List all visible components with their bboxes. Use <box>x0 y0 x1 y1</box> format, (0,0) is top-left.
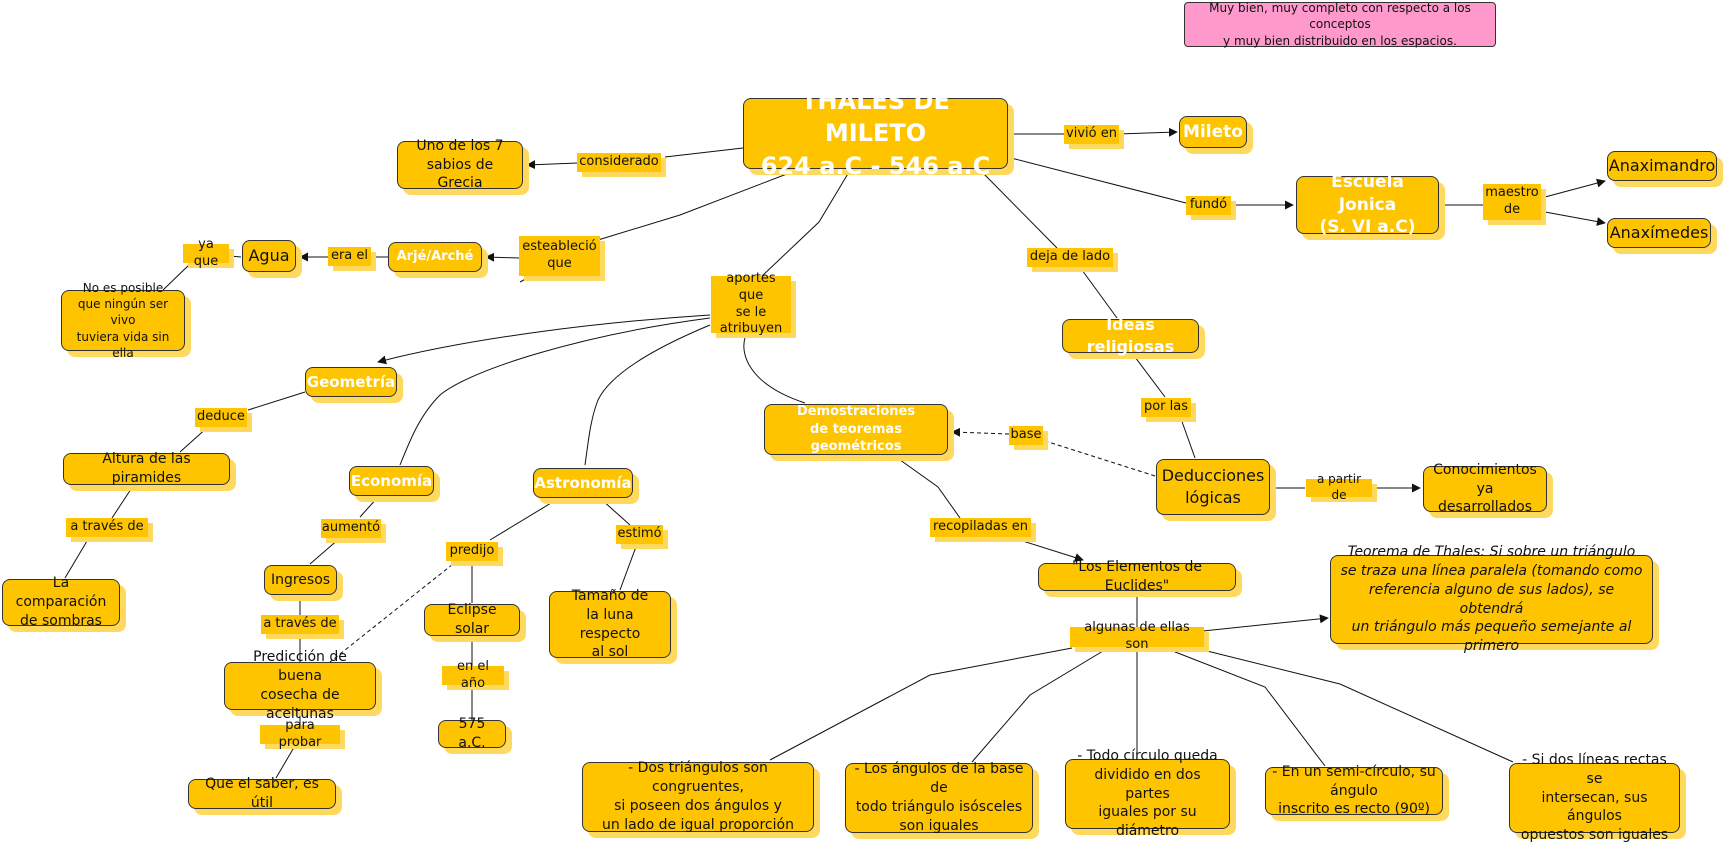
node-teorema-thales[interactable]: Teorema de Thales: Si sobre un triángulo… <box>1330 544 1653 654</box>
link-agua-yaque <box>229 255 242 258</box>
node-arje[interactable]: Arjé/Arché <box>388 242 482 272</box>
node-astronomia[interactable]: Astronomía <box>533 468 633 498</box>
label-aportes: aportes que se le atribuyen <box>711 271 791 336</box>
link-algunas-t4 <box>1164 647 1326 767</box>
label-a-traves-de-1: a través de <box>66 518 148 537</box>
label-a-traves-de-2: a través de <box>261 615 339 634</box>
link-yaque-noposible <box>162 263 191 291</box>
link-algunas-t5 <box>1194 647 1514 763</box>
label-esteablecio-que: esteableció que <box>519 236 600 276</box>
label-base: base <box>1009 426 1043 445</box>
link-aportes-demostraciones <box>743 337 806 404</box>
node-conocimientos-desarrollados[interactable]: Conocimientos ya desarrollados <box>1423 462 1547 515</box>
node-teorema-2[interactable]: - Los ángulos de la base de todo triángu… <box>845 761 1033 834</box>
link-estimo-tamano <box>619 543 638 591</box>
label-por-las: por las <box>1141 398 1191 417</box>
label-era-el: era el <box>328 247 371 266</box>
link-predijo-prediccion <box>329 559 459 663</box>
link-deja-ideas <box>1081 269 1118 319</box>
label-deja-de-lado: deja de lado <box>1027 248 1113 267</box>
label-para-probar: para probar <box>260 718 340 750</box>
link-vivio-mileto <box>1117 127 1178 137</box>
node-teorema-1[interactable]: - Dos triángulos son congruentes, si pos… <box>582 760 814 833</box>
link-deduce-altura <box>179 425 210 453</box>
node-economia[interactable]: Economía <box>349 466 434 496</box>
link-thales-fundo <box>1010 157 1187 204</box>
node-eclipse-solar[interactable]: Eclipse solar <box>424 602 520 637</box>
link-geometria-deduce <box>247 391 306 411</box>
node-anio-575[interactable]: 575 a.C. <box>438 716 506 751</box>
link-deducciones-base <box>1041 439 1156 477</box>
node-ideas-religiosas[interactable]: Ideas religiosas <box>1062 315 1199 356</box>
node-mileto[interactable]: Mileto <box>1179 116 1247 148</box>
link-maestro-anaximandro <box>1544 178 1606 198</box>
link-recopiladas-elementos <box>1009 536 1084 562</box>
node-teorema-3[interactable]: - Todo círculo queda dividido en dos par… <box>1065 748 1230 839</box>
link-astronomia-estimo <box>601 499 631 526</box>
node-ingresos[interactable]: Ingresos <box>264 565 337 595</box>
link-aportes-economia <box>399 317 711 466</box>
node-teorema-4[interactable]: - En un semi-círculo, su ángulo inscrito… <box>1265 764 1443 817</box>
link-considerado-sabios <box>526 160 579 170</box>
node-no-es-posible[interactable]: No es posible que ningún ser vivo tuvier… <box>61 281 185 360</box>
label-deduce: deduce <box>195 408 247 427</box>
link-demostraciones-recopiladas <box>895 456 961 519</box>
link-thales-aportes <box>759 171 850 279</box>
node-agua[interactable]: Agua <box>242 240 296 272</box>
node-teorema-5[interactable]: - Si dos líneas rectas se intersecan, su… <box>1509 752 1680 843</box>
link-esteablecio-arje <box>485 252 520 262</box>
label-ya-que: ya que <box>183 237 229 269</box>
node-tamano-luna[interactable]: Tamaño de la luna respecto al sol <box>549 588 671 660</box>
label-estimo: estimó <box>616 525 663 544</box>
label-algunas-de-ellas-son: algunas de ellas son <box>1070 620 1204 652</box>
label-predijo: predijo <box>446 542 498 561</box>
node-demostraciones[interactable]: Demostraciones de teoremas geométricos <box>764 404 948 455</box>
node-thales-de-mileto[interactable]: THALES DE MILETO 624 a.C - 546 a.C <box>743 87 1008 180</box>
label-recopiladas-en: recopiladas en <box>930 518 1031 537</box>
link-algunas-teorema <box>1202 614 1329 632</box>
label-a-partir-de: a partir de <box>1306 472 1372 502</box>
node-geometria[interactable]: Geometría <box>305 367 397 397</box>
teacher-comment-note: Muy bien, muy completo con respecto a lo… <box>1184 1 1496 48</box>
link-thales-considerado <box>664 147 744 158</box>
node-saber-util[interactable]: Que el saber, es útil <box>188 776 336 811</box>
node-escuela-jonica[interactable]: Escuela Jonica (S. VI a.C) <box>1296 172 1439 237</box>
link-porlas-deducciones <box>1179 415 1196 459</box>
link-thales-deja <box>981 171 1058 249</box>
node-anaximandro[interactable]: Anaximandro <box>1607 151 1717 181</box>
label-considerado: considerado <box>577 153 661 172</box>
label-aumento: aumentó <box>321 519 381 538</box>
label-maestro-de: maestro de <box>1483 184 1541 220</box>
link-algunas-t1 <box>769 647 1073 761</box>
link-aportes-astronomia <box>584 324 711 466</box>
link-altura-atraves <box>111 485 134 519</box>
label-vivio-en: vivió en <box>1064 125 1119 144</box>
link-atraves-comparacion <box>64 535 91 579</box>
link-aumento-ingresos <box>309 537 341 565</box>
link-economia-aumento <box>359 496 379 518</box>
node-prediccion-cosecha[interactable]: Predicción de buena cosecha de aceitunas <box>224 649 376 722</box>
label-en-el-anio: en el año <box>442 659 504 691</box>
link-algunas-t2 <box>971 647 1109 763</box>
node-anaximedes[interactable]: Anaxímedes <box>1607 218 1711 248</box>
node-comparacion-sombras[interactable]: La comparación de sombras <box>2 575 120 629</box>
link-base-demostraciones <box>951 427 1010 437</box>
node-sabios-de-grecia[interactable]: Uno de los 7 sabios de Grecia <box>397 138 523 191</box>
link-astronomia-predijo <box>489 499 557 541</box>
node-deducciones-logicas[interactable]: Deducciones lógicas <box>1156 459 1270 515</box>
node-altura-piramides[interactable]: Altura de las piramides <box>63 451 230 486</box>
label-fundo: fundó <box>1186 196 1231 215</box>
link-aportes-geometria <box>377 314 711 365</box>
node-elementos-euclides[interactable]: "Los Elementos de Euclides" <box>1038 559 1236 594</box>
link-probar-saber <box>275 743 297 779</box>
link-ideas-porlas <box>1131 352 1166 398</box>
link-maestro-anaximedes <box>1544 211 1606 226</box>
